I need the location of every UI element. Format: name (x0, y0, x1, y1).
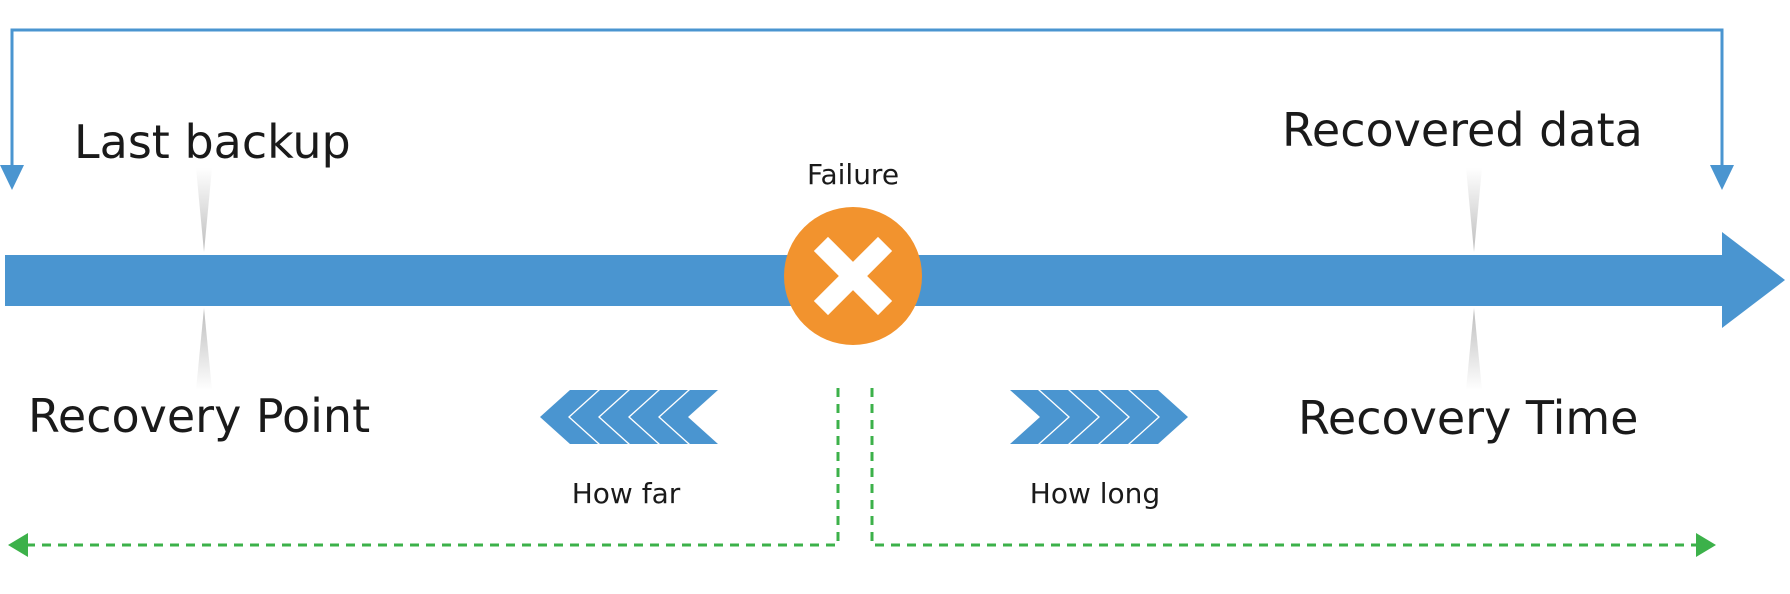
chevrons-left-icon (540, 390, 718, 444)
how-long-label: How long (1030, 477, 1160, 510)
recovery-point-label: Recovery Point (28, 389, 370, 443)
failure-marker (784, 207, 922, 345)
recovered-data-tick (1466, 168, 1482, 390)
how-far-label: How far (572, 477, 681, 510)
rpo-span-arrowhead (8, 533, 28, 557)
top-bracket (0, 28, 1734, 190)
rto-span (870, 388, 1716, 557)
bracket-right-arrowhead (1710, 165, 1734, 190)
recovered-data-label: Recovered data (1282, 103, 1643, 157)
chevrons-right-icon (1010, 390, 1188, 444)
rpo-span (8, 388, 840, 557)
bracket-left-arrowhead (0, 165, 24, 190)
failure-label: Failure (807, 158, 899, 191)
last-backup-label: Last backup (74, 115, 351, 169)
rto-span-arrowhead (1696, 533, 1716, 557)
close-icon (813, 236, 893, 316)
last-backup-tick (196, 168, 212, 390)
recovery-time-label: Recovery Time (1298, 391, 1639, 445)
